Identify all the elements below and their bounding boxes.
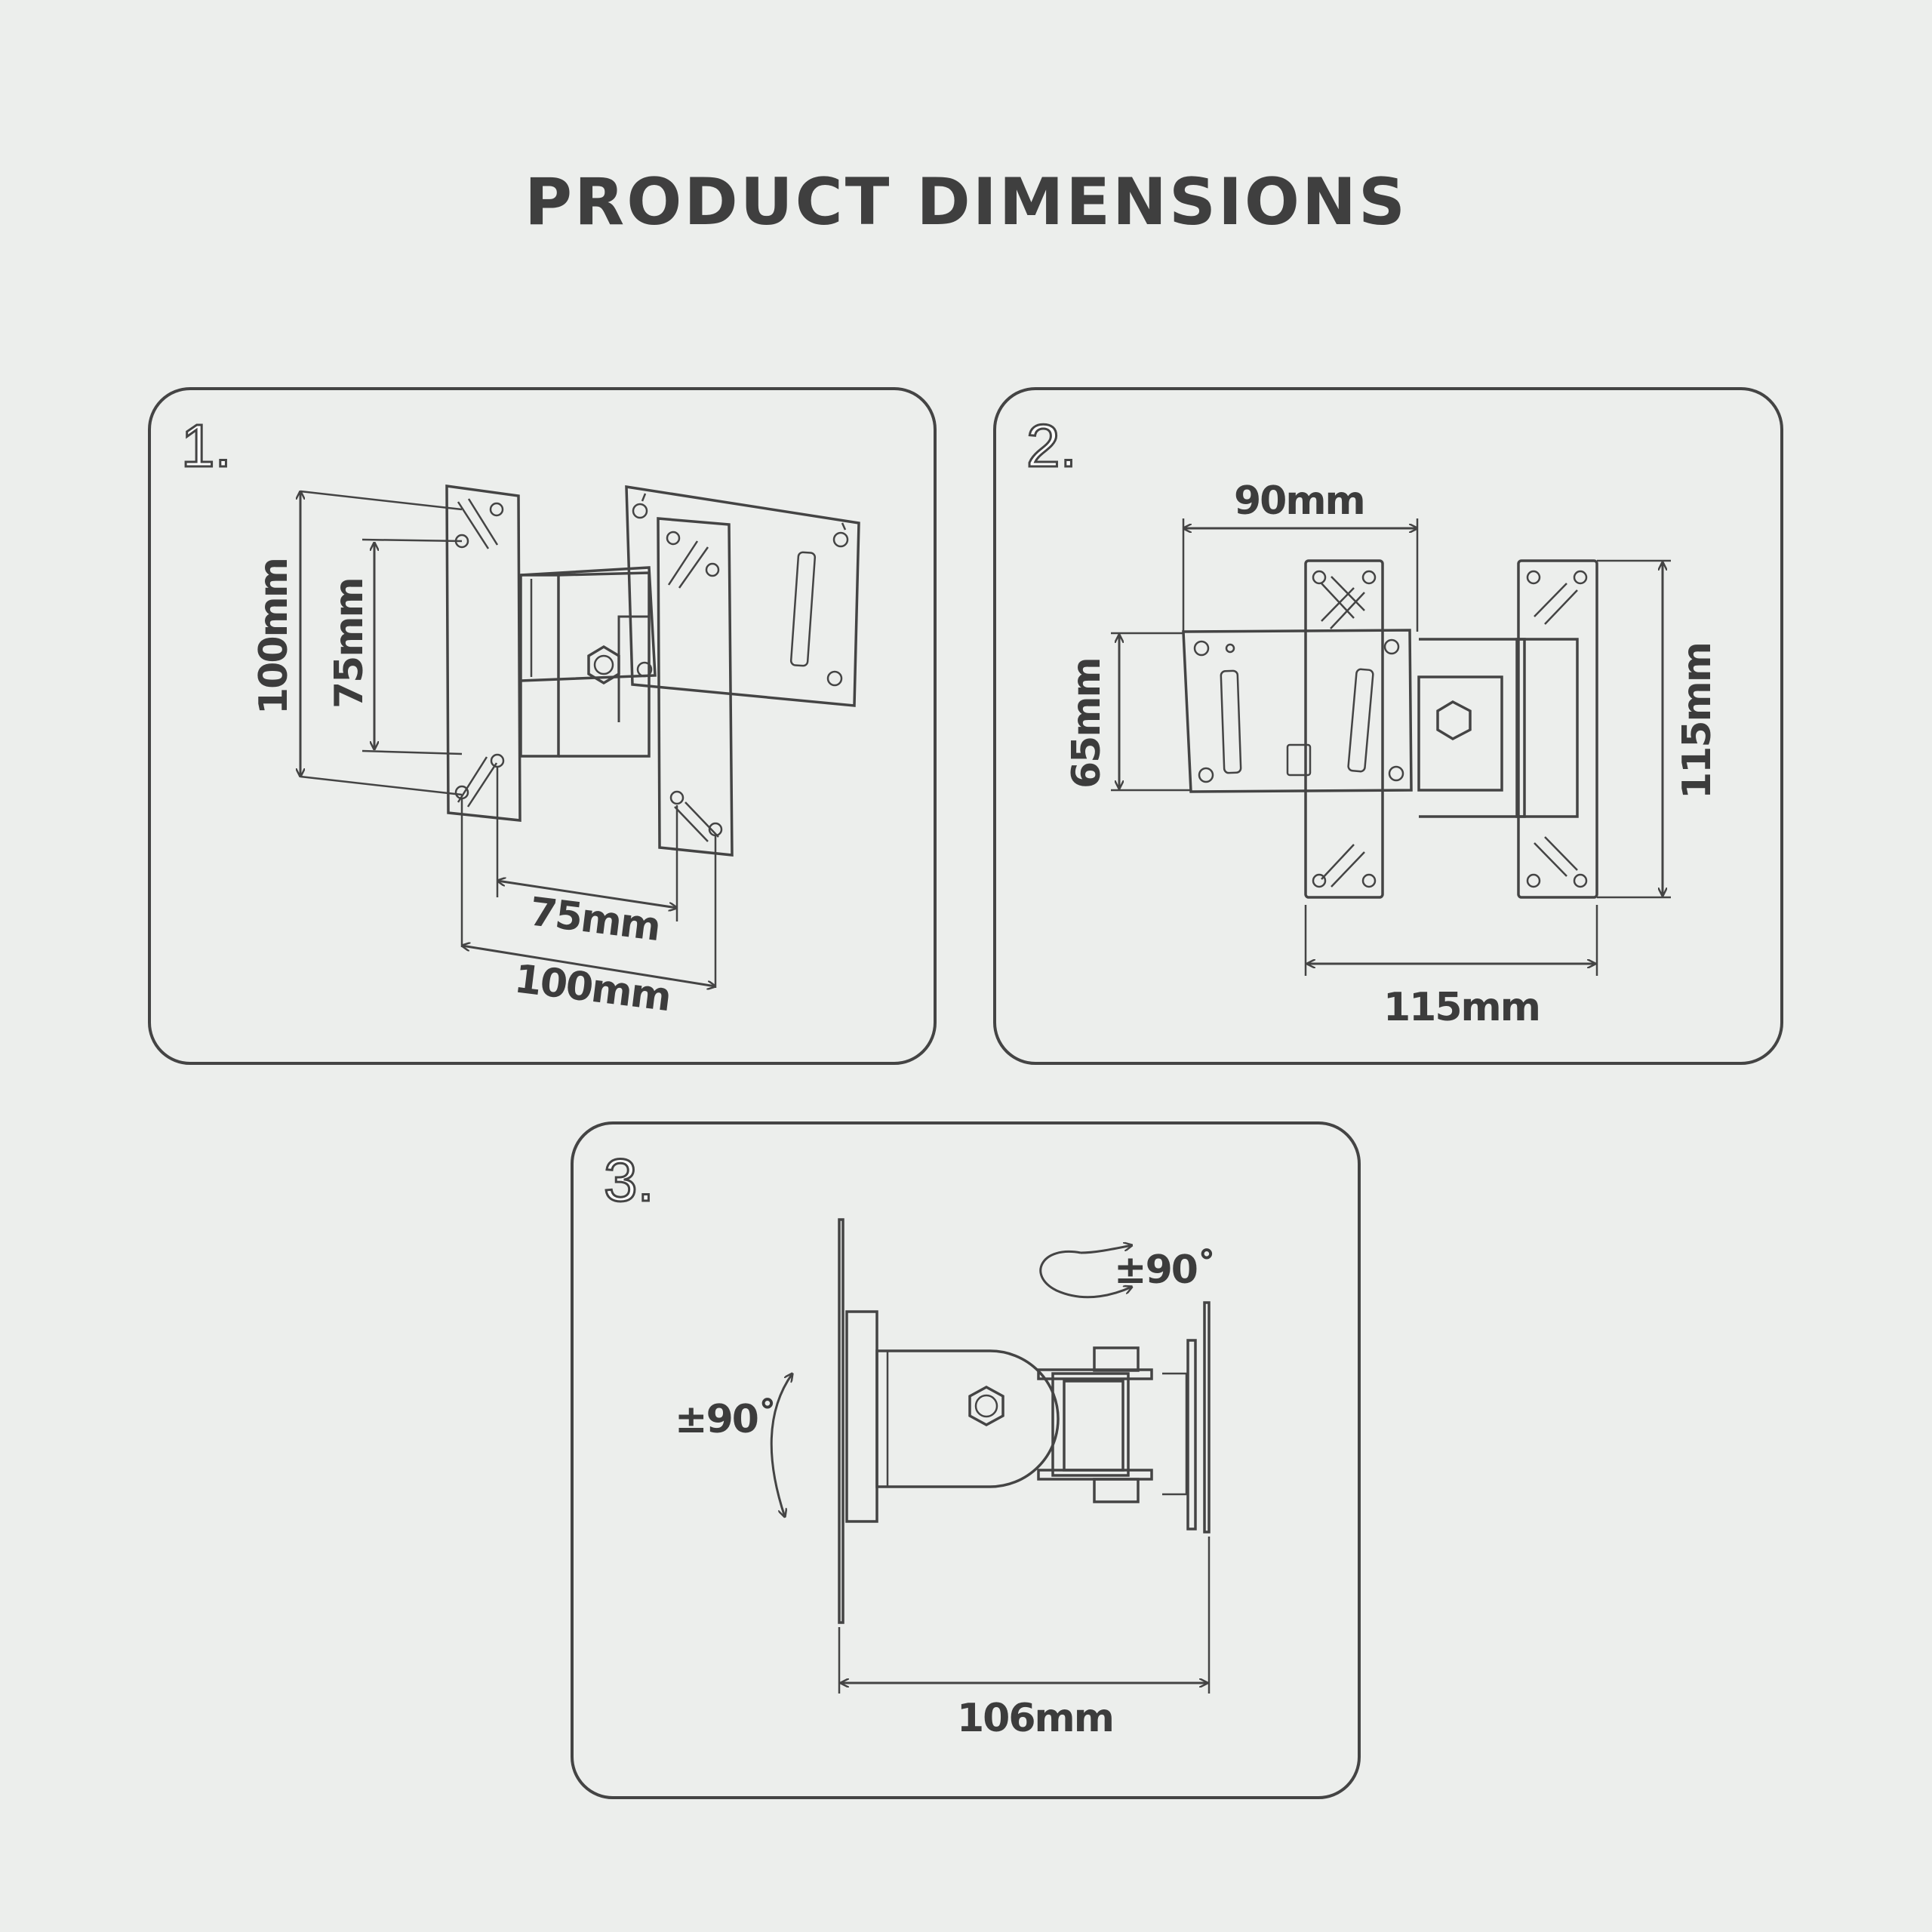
dim-label-100mm-horizontal: 100mm [512,956,672,1020]
wall-mount-bracket-front [1182,559,1598,899]
panel-2-drawing: 90mm 65mm 115mm 115mm [1064,478,1720,1030]
wall-mount-bracket [445,484,860,857]
swivel-angle-label: ±90˚ [1114,1247,1215,1293]
panel-3-drawing: ±90˚ ±90˚ 106mm [675,1218,1217,1741]
dim-label-75mm-horizontal: 75mm [527,889,662,950]
page-title: PRODUCT DIMENSIONS [525,165,1407,240]
dim-label-100mm-vertical: 100mm [251,558,297,715]
panel-2-plate-sizes: 2. [993,387,1783,1065]
dimension-lines [838,1537,1211,1694]
dim-label-75mm-vertical: 75mm [327,578,372,709]
panel-number: 1. [180,411,233,481]
dim-label-115mm-horizontal: 115mm [1383,985,1540,1030]
panel-number: 2. [1026,411,1078,481]
dim-label-65mm: 65mm [1064,658,1109,789]
dimension-lines [1111,518,1671,976]
rotation-arrows [770,1245,1132,1517]
dim-label-90mm: 90mm [1234,478,1364,524]
panel-number: 3. [603,1146,656,1215]
panel-1-vesa-pattern: 1. [148,387,937,1065]
dim-label-106mm: 106mm [957,1696,1113,1741]
panel-3-side-view: 3. [571,1121,1361,1799]
panel-1-drawing: 100mm 75mm 75mm 100mm [251,484,860,1020]
dimension-lines [300,490,715,988]
wall-mount-bracket-side [838,1218,1211,1624]
dim-label-115mm-vertical: 115mm [1675,643,1720,799]
tilt-angle-label: ±90˚ [675,1397,776,1442]
